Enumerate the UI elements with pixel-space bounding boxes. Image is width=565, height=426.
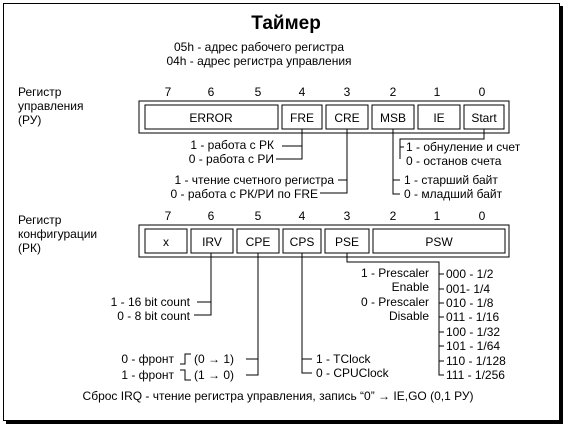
cpe-note-1-transition: (1 → 0) bbox=[194, 368, 234, 382]
pse-note-1a: 1 - Prescaler bbox=[361, 266, 429, 280]
start-note-1: 1 - обнуление и счет bbox=[406, 140, 521, 154]
address-line-control: 04h - адрес регистра управления bbox=[166, 54, 351, 68]
control-annotations: 1 - работа с РК 0 - работа с РИ 1 - чтен… bbox=[171, 138, 521, 201]
diagram-canvas: Таймер 05h - адрес рабочего регистра 04h… bbox=[18, 13, 521, 403]
control-bit-4: 4 bbox=[299, 85, 306, 99]
cpe-note-0-transition: (0 → 1) bbox=[194, 352, 234, 366]
field-pse: PSE bbox=[335, 235, 359, 249]
psw-option-101: 101 - 1/64 bbox=[446, 339, 500, 353]
cre-note-0: 0 - работа с РК/РИ по FRE bbox=[171, 187, 318, 201]
msb-note-0: 0 - младший байт bbox=[404, 187, 503, 201]
psw-option-100: 100 - 1/32 bbox=[446, 325, 500, 339]
control-connectors bbox=[276, 129, 485, 195]
start-connector bbox=[399, 129, 485, 159]
cpe-note-1: 1 - фронт bbox=[121, 368, 174, 382]
field-irv: IRV bbox=[202, 235, 222, 249]
config-register-outer bbox=[138, 224, 510, 258]
field-psw: PSW bbox=[425, 235, 453, 249]
fre-note-1: 1 - работа с РК bbox=[190, 138, 274, 152]
msb-note-1: 1 - старший байт bbox=[404, 173, 498, 187]
config-cell-irv bbox=[190, 228, 234, 254]
config-field-labels: x IRV CPE CPS PSE PSW bbox=[163, 235, 453, 249]
control-cell-ie bbox=[417, 104, 461, 130]
control-bit-2: 2 bbox=[390, 85, 397, 99]
config-bit-6: 6 bbox=[208, 209, 215, 223]
rising-edge-icon bbox=[180, 353, 191, 365]
timer-diagram: Таймер 05h - адрес рабочего регистра 04h… bbox=[3, 3, 560, 421]
field-cpe: CPE bbox=[246, 235, 271, 249]
field-error: ERROR bbox=[189, 111, 233, 125]
psw-option-111: 111 - 1/256 bbox=[446, 368, 505, 382]
field-start: Start bbox=[471, 111, 497, 125]
control-bit-6: 6 bbox=[208, 85, 215, 99]
control-bit-5: 5 bbox=[255, 85, 262, 99]
diagram-title: Таймер bbox=[251, 13, 321, 34]
field-msb: MSB bbox=[380, 111, 406, 125]
irv-note-0: 0 - 8 bit count bbox=[117, 309, 190, 323]
irv-connector bbox=[194, 253, 212, 316]
psw-option-110: 110 - 1/128 bbox=[446, 354, 506, 368]
psw-bus bbox=[438, 262, 444, 376]
config-register-label-line1: Регистр bbox=[18, 213, 62, 227]
config-bit-7: 7 bbox=[165, 209, 172, 223]
control-register-label-line1: Регистр bbox=[18, 85, 62, 99]
control-register-label-line2: управления bbox=[18, 99, 83, 113]
control-register-outer bbox=[138, 100, 510, 134]
config-register-cells bbox=[144, 228, 506, 254]
field-ie: IE bbox=[433, 111, 444, 125]
cps-note-1: 1 - TClock bbox=[316, 352, 371, 366]
field-x: x bbox=[163, 235, 169, 249]
start-note-0: 0 - останов счета bbox=[406, 154, 502, 168]
address-line-work: 05h - адрес рабочего регистра bbox=[174, 40, 344, 54]
psw-option-011: 011 - 1/16 bbox=[446, 310, 499, 324]
control-bit-1: 1 bbox=[434, 85, 441, 99]
irv-note-1: 1 - 16 bit count bbox=[111, 295, 191, 309]
config-bit-4: 4 bbox=[299, 209, 306, 223]
msb-connector bbox=[392, 129, 400, 195]
cps-note-0: 0 - CPUClock bbox=[316, 366, 390, 380]
config-bit-numbers: 7 6 5 4 3 2 1 0 bbox=[165, 209, 486, 223]
cpe-connector bbox=[246, 253, 259, 376]
control-register-label-line3: (РУ) bbox=[18, 113, 41, 127]
config-bit-0: 0 bbox=[479, 209, 486, 223]
config-annotations: 1 - 16 bit count 0 - 8 bit count 1 - Pre… bbox=[111, 266, 507, 382]
field-fre: FRE bbox=[290, 111, 314, 125]
control-cell-error bbox=[144, 104, 279, 130]
cre-note-1: 1 - чтение счетного регистра bbox=[174, 173, 334, 187]
control-field-labels: ERROR FRE CRE MSB IE Start bbox=[189, 111, 497, 125]
control-bit-numbers: 7 6 5 4 3 2 1 0 bbox=[165, 85, 486, 99]
config-bit-2: 2 bbox=[390, 209, 397, 223]
config-bit-5: 5 bbox=[255, 209, 262, 223]
config-bit-3: 3 bbox=[344, 209, 351, 223]
falling-edge-icon bbox=[180, 369, 191, 381]
fre-note-0: 0 - работа с РИ bbox=[189, 152, 274, 166]
config-bit-1: 1 bbox=[434, 209, 441, 223]
pse-note-0a: 0 - Prescaler bbox=[361, 295, 429, 309]
control-bit-0: 0 bbox=[479, 85, 486, 99]
pse-note-1b: Enable bbox=[392, 280, 430, 294]
pse-connector bbox=[346, 253, 440, 267]
config-register-label-line3: (РК) bbox=[18, 241, 41, 255]
cre-connector bbox=[320, 129, 348, 194]
psw-option-010: 010 - 1/8 bbox=[446, 296, 494, 310]
control-bit-3: 3 bbox=[344, 85, 351, 99]
pse-note-0b: Disable bbox=[389, 309, 429, 323]
psw-option-000: 000 - 1/2 bbox=[446, 267, 494, 281]
control-bit-7: 7 bbox=[165, 85, 172, 99]
config-register-label-line2: конфигурации bbox=[18, 227, 97, 241]
config-cell-psw bbox=[372, 228, 506, 254]
field-cre: CRE bbox=[334, 111, 359, 125]
cpe-note-0: 0 - фронт bbox=[121, 352, 174, 366]
footer-note: Сброс IRQ - чтение регистра управления, … bbox=[83, 389, 474, 403]
field-cps: CPS bbox=[290, 235, 315, 249]
fre-connector bbox=[276, 129, 303, 160]
config-cell-x bbox=[144, 228, 188, 254]
cps-connector bbox=[301, 253, 312, 374]
psw-option-001: 001- 1/4 bbox=[446, 282, 490, 296]
config-connectors bbox=[180, 253, 444, 381]
